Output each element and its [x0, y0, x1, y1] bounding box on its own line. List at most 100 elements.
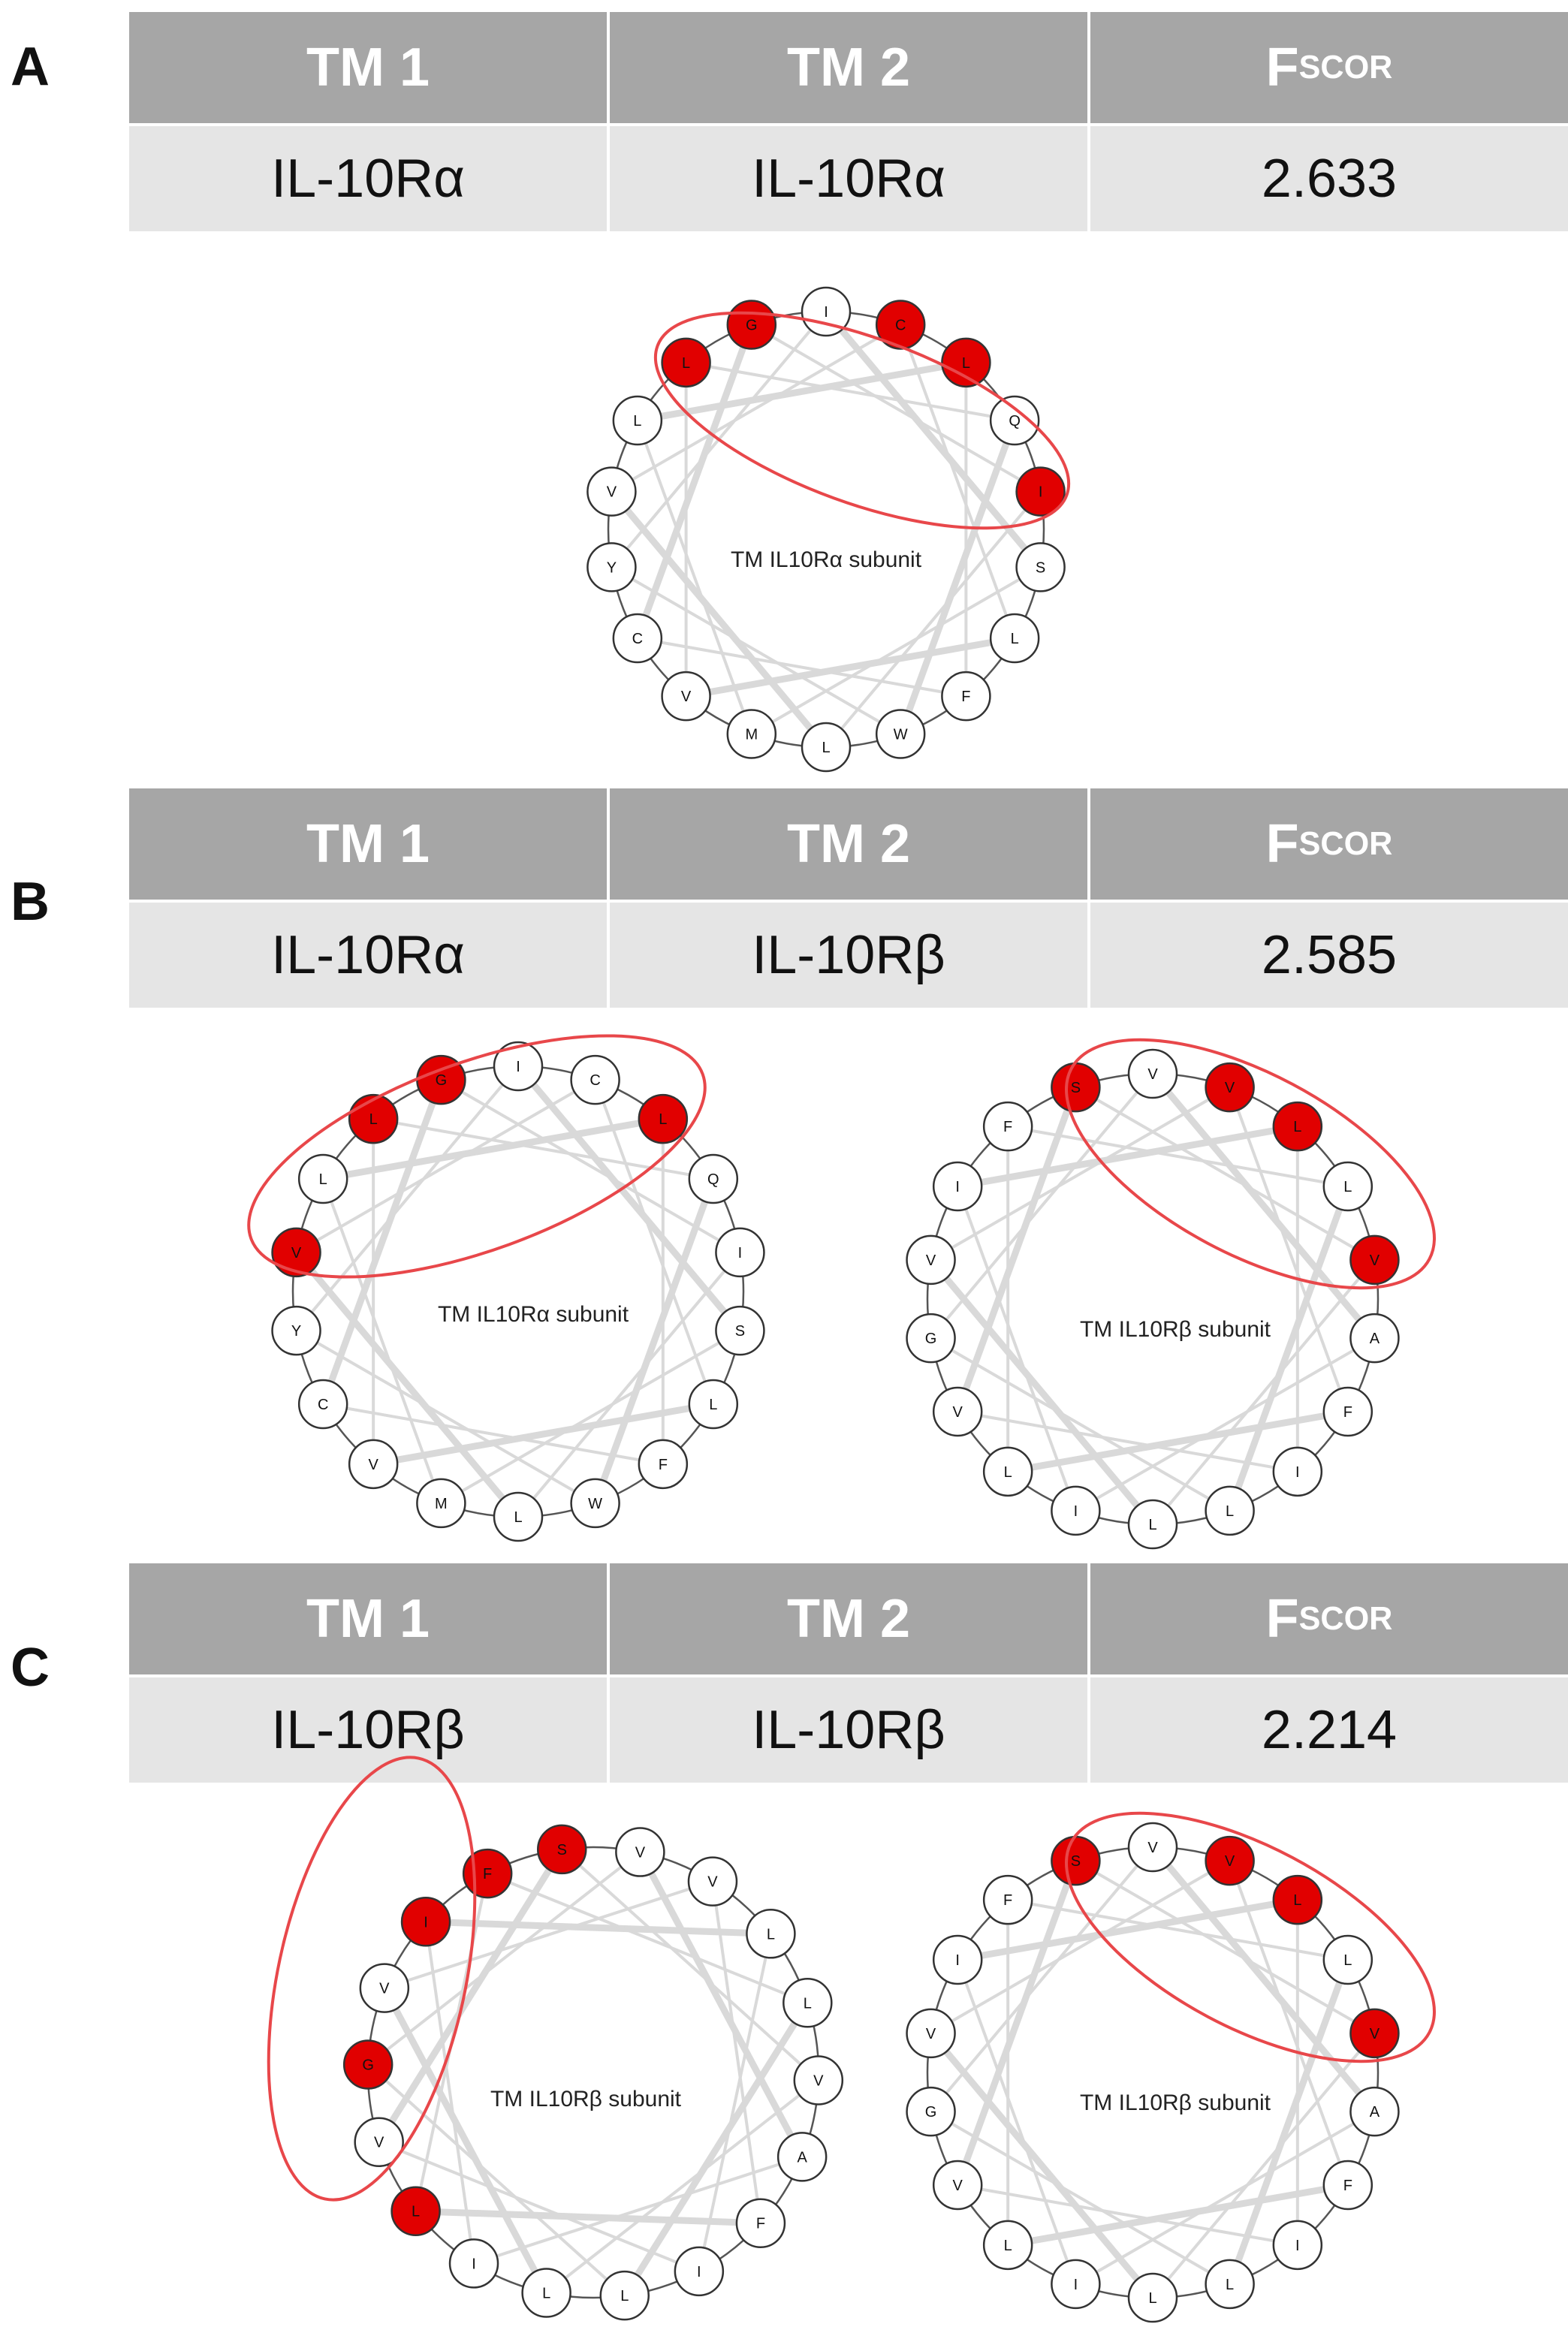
residue-node: S	[1015, 542, 1066, 592]
wheel-connector	[369, 1400, 717, 1468]
wheel-connector	[321, 1177, 443, 1505]
residue-label: S	[1036, 559, 1045, 576]
residue-circle	[982, 1101, 1033, 1152]
residue-circle	[1322, 1934, 1374, 1985]
interface-ellipse	[267, 1756, 477, 2202]
wheel-connector	[684, 360, 1017, 422]
residue-node: V	[348, 1439, 399, 1490]
residue-label: L	[319, 1171, 327, 1188]
residue-highlighted-circle	[390, 2186, 441, 2236]
residue-circle	[1322, 1161, 1374, 1212]
residue-node: I	[1272, 2220, 1323, 2271]
residue-label: A	[1370, 2104, 1380, 2121]
residue-label: C	[895, 317, 906, 333]
residue-label: S	[1071, 1080, 1081, 1096]
wheel-connector	[956, 1185, 1078, 1512]
residue-node: F	[982, 1874, 1033, 1925]
residue-label: V	[1147, 1840, 1158, 1856]
residue-node: V	[1349, 2008, 1400, 2059]
residue-highlighted-circle	[941, 337, 991, 388]
residue-label: C	[318, 1397, 328, 1413]
wheel-connector	[1074, 2110, 1377, 2286]
residue-circle	[906, 1313, 956, 1364]
residue-node: L	[297, 1153, 348, 1204]
residue-node: L	[599, 2270, 650, 2321]
wheel-connector	[929, 2110, 1232, 2286]
value-tm1: IL-10Rα	[271, 149, 465, 209]
residue-node: I	[1015, 466, 1066, 517]
residue-node: L	[782, 1978, 833, 2028]
panel-c-letter: C	[11, 1638, 50, 1698]
wheel-connector	[956, 1958, 1078, 2286]
residue-label: V	[1147, 1066, 1158, 1083]
table-data-row: IL-10Rβ IL-10Rβ 2.214	[129, 1677, 1568, 1783]
residue-circle	[687, 1856, 738, 1907]
residue-label: L	[767, 1926, 775, 1943]
residue-circle	[661, 671, 711, 722]
residue-label: F	[1003, 1892, 1012, 1909]
residue-label: I	[955, 1179, 960, 1195]
residue-circle	[612, 613, 663, 664]
residue-node: V	[1349, 1234, 1400, 1286]
header-tm1: TM 1	[306, 1589, 430, 1649]
residue-highlighted-circle	[638, 1093, 689, 1144]
wheel-connector	[439, 1329, 742, 1505]
residue-node: V	[932, 1386, 983, 1437]
residue-node: V	[1127, 1822, 1178, 1873]
residue-label: L	[659, 1111, 667, 1128]
wheel-connector	[294, 1329, 597, 1505]
wheel-connector	[610, 565, 903, 736]
residue-circle	[493, 1041, 544, 1092]
wheel-connector	[486, 1872, 810, 2005]
residue-label: Y	[291, 1323, 301, 1340]
residue-label: L	[709, 1397, 717, 1413]
interface-ellipse	[1065, 1038, 1436, 1290]
residue-node: C	[570, 1054, 620, 1105]
residue-circle	[612, 395, 663, 446]
residue-node: L	[941, 337, 991, 388]
residue-label: S	[557, 1842, 567, 1858]
residue-circle	[906, 2086, 956, 2137]
wheel-connector	[319, 1076, 445, 1408]
panel-a-letter: A	[11, 37, 50, 97]
residue-label: I	[1295, 2238, 1300, 2254]
residue-circle	[586, 542, 637, 592]
residue-label: C	[632, 631, 643, 647]
residue-label: S	[1071, 1853, 1081, 1870]
residue-node: I	[493, 1041, 544, 1092]
residue-circle	[570, 1054, 620, 1105]
residue-label: V	[374, 2135, 384, 2151]
residue-circle	[1051, 2259, 1101, 2310]
residue-label: I	[738, 1245, 743, 1261]
residue-label: Q	[1009, 413, 1021, 430]
residue-label: L	[633, 413, 641, 430]
residue-node: L	[612, 395, 663, 446]
residue-circle	[726, 709, 777, 759]
residue-circle	[989, 613, 1040, 664]
residue-node: I	[932, 1934, 983, 1985]
residue-node: L	[1127, 2272, 1178, 2323]
wheel-connector	[929, 1337, 1232, 1512]
residue-label: G	[746, 317, 758, 333]
residue-label: I	[955, 1952, 960, 1969]
residue-circle	[1205, 1485, 1255, 1536]
residue-circle	[586, 466, 637, 517]
residue-node: V	[615, 1827, 665, 1877]
residue-node: S	[536, 1824, 587, 1875]
value-fscor: 2.214	[1087, 1677, 1568, 1783]
residue-circle	[348, 1439, 399, 1490]
residue-label: M	[435, 1496, 448, 1512]
residue-node: L	[390, 2186, 441, 2236]
residue-label: L	[1004, 2238, 1012, 2254]
wheel-connector	[899, 323, 1017, 640]
residue-circle	[932, 1934, 983, 1985]
residue-label: A	[1370, 1331, 1380, 1347]
wheel-connector	[608, 488, 830, 751]
wheel-connector	[1228, 1086, 1349, 1413]
residue-circle	[715, 1305, 765, 1356]
residue-node: F	[941, 671, 991, 722]
residue-circle	[688, 1153, 739, 1204]
